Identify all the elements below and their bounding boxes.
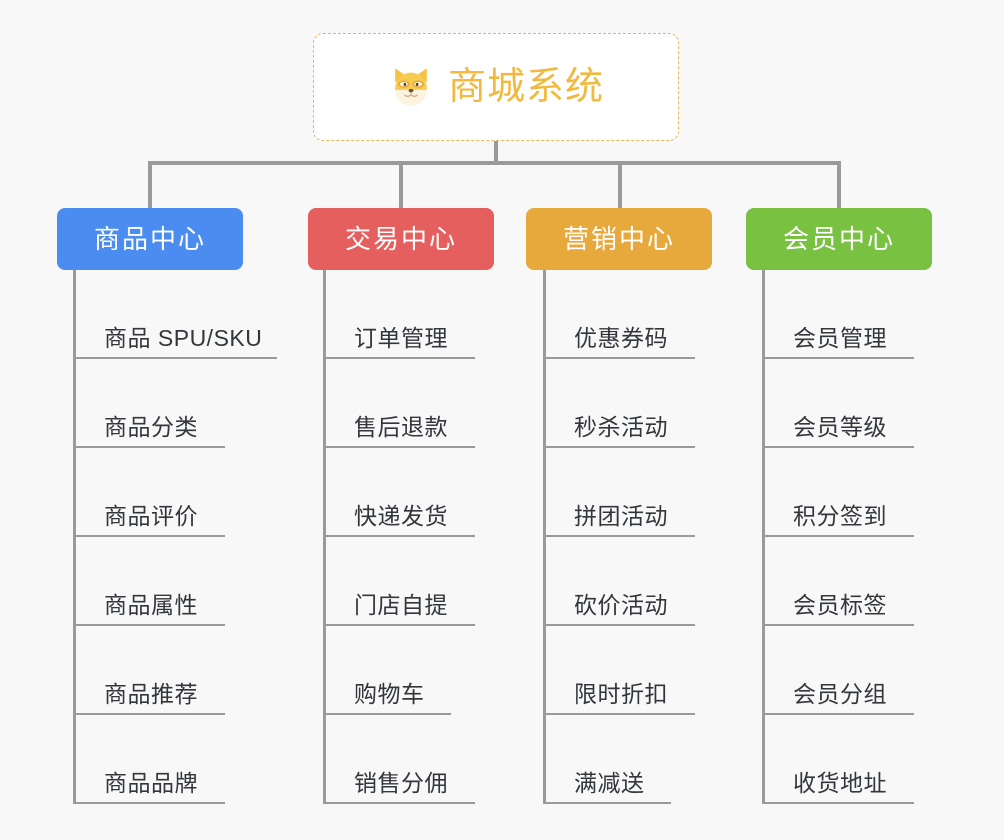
leaf-item[interactable]: 订单管理 bbox=[323, 270, 475, 359]
leaf-item-label: 限时折扣 bbox=[574, 681, 668, 707]
leaf-underline bbox=[543, 624, 695, 626]
leaf-underline bbox=[323, 624, 475, 626]
leaf-item-label: 会员标签 bbox=[793, 592, 887, 618]
leaf-underline bbox=[323, 713, 451, 715]
leaf-underline bbox=[762, 446, 914, 448]
leaf-item[interactable]: 秒杀活动 bbox=[543, 359, 695, 448]
category-box-2[interactable]: 交易中心 bbox=[308, 208, 494, 270]
leaf-item[interactable]: 砍价活动 bbox=[543, 537, 695, 626]
leaf-underline bbox=[762, 713, 914, 715]
leaf-underline bbox=[543, 446, 695, 448]
leaf-item[interactable]: 商品 SPU/SKU bbox=[73, 270, 277, 359]
leaf-item[interactable]: 商品推荐 bbox=[73, 626, 225, 715]
leaf-item[interactable]: 购物车 bbox=[323, 626, 451, 715]
leaf-underline bbox=[73, 713, 225, 715]
leaf-item[interactable]: 会员等级 bbox=[762, 359, 914, 448]
leaf-item[interactable]: 会员标签 bbox=[762, 537, 914, 626]
leaf-item[interactable]: 售后退款 bbox=[323, 359, 475, 448]
leaf-item-label: 购物车 bbox=[354, 681, 425, 707]
root-node-label: 商城系统 bbox=[447, 66, 604, 108]
connector-drop-3 bbox=[618, 161, 622, 208]
leaf-item[interactable]: 优惠券码 bbox=[543, 270, 695, 359]
leaf-underline bbox=[543, 535, 695, 537]
leaf-item-label: 会员等级 bbox=[793, 414, 887, 440]
leaf-underline bbox=[323, 802, 475, 804]
leaf-item-label: 砍价活动 bbox=[574, 592, 668, 618]
leaf-item-label: 快递发货 bbox=[354, 503, 448, 529]
leaf-item-label: 会员分组 bbox=[793, 681, 887, 707]
leaf-item-label: 订单管理 bbox=[354, 325, 448, 351]
leaf-item-label: 售后退款 bbox=[354, 414, 448, 440]
leaf-item-label: 会员管理 bbox=[793, 325, 887, 351]
leaf-item-label: 商品推荐 bbox=[104, 681, 198, 707]
leaf-item-label: 满减送 bbox=[574, 770, 645, 796]
leaf-item[interactable]: 快递发货 bbox=[323, 448, 475, 537]
leaf-item[interactable]: 商品分类 bbox=[73, 359, 225, 448]
category-label: 营销中心 bbox=[562, 224, 675, 254]
leaf-item-label: 秒杀活动 bbox=[574, 414, 668, 440]
leaf-underline bbox=[762, 802, 914, 804]
leaf-item-label: 商品评价 bbox=[104, 503, 198, 529]
leaf-item[interactable]: 会员分组 bbox=[762, 626, 914, 715]
leaf-trunk-line bbox=[762, 270, 765, 804]
leaf-underline bbox=[323, 446, 475, 448]
leaf-item[interactable]: 积分签到 bbox=[762, 448, 914, 537]
leaf-underline bbox=[543, 357, 695, 359]
leaf-underline bbox=[73, 535, 225, 537]
leaf-underline bbox=[543, 713, 695, 715]
leaf-item[interactable]: 商品品牌 bbox=[73, 715, 225, 804]
leaf-trunk-line bbox=[323, 270, 326, 804]
connector-horizontal-bus bbox=[150, 161, 840, 165]
leaf-item[interactable]: 会员管理 bbox=[762, 270, 914, 359]
connector-drop-1 bbox=[148, 161, 152, 208]
category-box-1[interactable]: 商品中心 bbox=[57, 208, 243, 270]
leaf-item-label: 商品 SPU/SKU bbox=[104, 325, 263, 351]
connector-root-stem bbox=[494, 141, 498, 163]
leaf-underline bbox=[762, 357, 914, 359]
connector-drop-4 bbox=[837, 161, 841, 208]
leaf-item[interactable]: 收货地址 bbox=[762, 715, 914, 804]
leaf-item[interactable]: 满减送 bbox=[543, 715, 671, 804]
leaf-item-label: 销售分佣 bbox=[354, 770, 448, 796]
leaf-underline bbox=[762, 535, 914, 537]
category-box-4[interactable]: 会员中心 bbox=[746, 208, 932, 270]
leaf-item[interactable]: 门店自提 bbox=[323, 537, 475, 626]
leaf-underline bbox=[543, 802, 671, 804]
leaf-underline bbox=[73, 802, 225, 804]
leaf-underline bbox=[73, 446, 225, 448]
leaf-trunk-line bbox=[73, 270, 76, 804]
leaf-underline bbox=[323, 535, 475, 537]
leaf-item-label: 收货地址 bbox=[793, 770, 887, 796]
shiba-dog-icon bbox=[395, 68, 427, 106]
root-node-shop-system[interactable]: 商城系统 bbox=[313, 33, 679, 141]
leaf-item-label: 拼团活动 bbox=[574, 503, 668, 529]
leaf-underline bbox=[762, 624, 914, 626]
leaf-underline bbox=[323, 357, 475, 359]
leaf-item-label: 商品属性 bbox=[104, 592, 198, 618]
category-label: 交易中心 bbox=[344, 224, 457, 254]
leaf-item[interactable]: 限时折扣 bbox=[543, 626, 695, 715]
leaf-item-label: 门店自提 bbox=[354, 592, 448, 618]
leaf-item-label: 积分签到 bbox=[793, 503, 887, 529]
leaf-item-label: 商品分类 bbox=[104, 414, 198, 440]
category-label: 会员中心 bbox=[782, 224, 895, 254]
category-label: 商品中心 bbox=[93, 224, 206, 254]
leaf-item-label: 商品品牌 bbox=[104, 770, 198, 796]
leaf-underline bbox=[73, 624, 225, 626]
leaf-item[interactable]: 销售分佣 bbox=[323, 715, 475, 804]
leaf-item[interactable]: 商品评价 bbox=[73, 448, 225, 537]
leaf-item[interactable]: 商品属性 bbox=[73, 537, 225, 626]
leaf-underline bbox=[73, 357, 277, 359]
leaf-item-label: 优惠券码 bbox=[574, 325, 668, 351]
connector-drop-2 bbox=[399, 161, 403, 208]
category-box-3[interactable]: 营销中心 bbox=[526, 208, 712, 270]
leaf-trunk-line bbox=[543, 270, 546, 804]
leaf-item[interactable]: 拼团活动 bbox=[543, 448, 695, 537]
